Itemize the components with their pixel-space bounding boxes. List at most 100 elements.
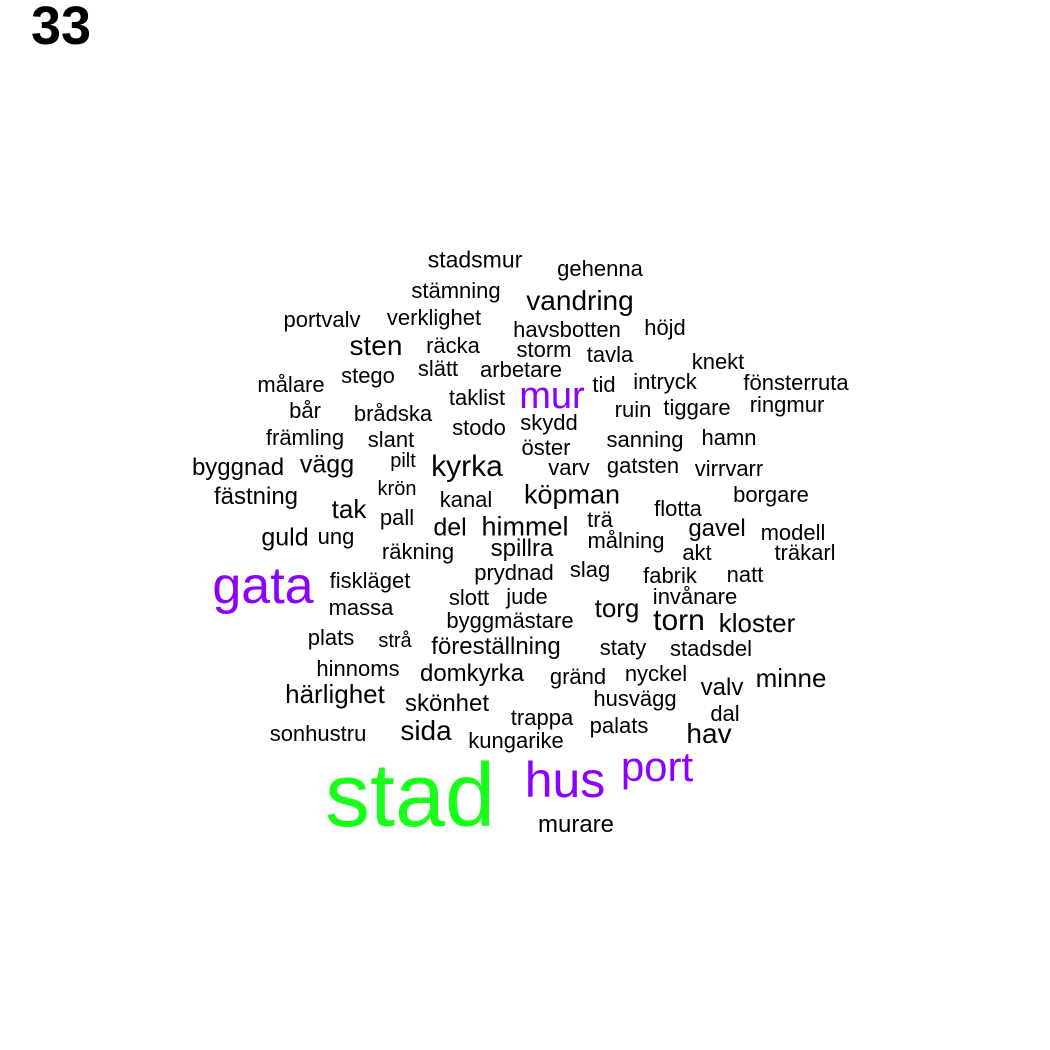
cloud-word: kloster: [718, 608, 796, 638]
cloud-word: vandring: [526, 285, 634, 316]
cloud-word: sten: [349, 330, 403, 361]
cloud-word: kanal: [439, 487, 493, 512]
cloud-word: stadsmur: [427, 246, 523, 273]
cloud-word: slätt: [417, 356, 459, 381]
cloud-word: målning: [587, 528, 665, 553]
cloud-word: strå: [378, 630, 412, 652]
cloud-word: stego: [341, 363, 395, 388]
cloud-word: minne: [755, 663, 827, 693]
cloud-word: domkyrka: [419, 660, 525, 687]
cloud-word: vägg: [299, 450, 355, 479]
cloud-word: föreställning: [431, 633, 561, 660]
cloud-word: del: [433, 513, 467, 542]
cloud-word: torg: [594, 593, 640, 623]
cloud-word: byggmästare: [446, 608, 574, 633]
cloud-word: invånare: [652, 584, 738, 609]
cloud-word: slag: [569, 557, 611, 582]
cloud-word: stad: [324, 746, 496, 846]
cloud-word: gränd: [549, 664, 607, 689]
cloud-word: borgare: [733, 482, 809, 507]
cloud-word: skydd: [520, 410, 578, 435]
cloud-word: port: [620, 743, 694, 790]
cloud-word: slott: [448, 585, 490, 610]
cloud-word: intryck: [633, 369, 697, 394]
cloud-word: krön: [377, 478, 417, 500]
cloud-word: tid: [592, 372, 616, 397]
cloud-word: taklist: [448, 385, 506, 410]
cloud-word: storm: [516, 337, 572, 362]
cloud-word: torn: [653, 604, 705, 637]
cloud-word: arbetare: [480, 357, 562, 382]
cloud-word: stadsdel: [670, 636, 752, 661]
cloud-word: gehenna: [557, 256, 643, 281]
cloud-word: palats: [589, 713, 649, 738]
cloud-word: prydnad: [474, 560, 554, 585]
cloud-word: tavla: [586, 342, 634, 367]
cloud-word: ringmur: [749, 392, 825, 417]
cloud-word: trappa: [510, 705, 574, 730]
cloud-word: pall: [379, 505, 415, 530]
cloud-word: varv: [548, 455, 590, 480]
cloud-word: jude: [506, 584, 548, 609]
cloud-word: öster: [521, 435, 571, 460]
cloud-word: räkning: [381, 539, 455, 564]
cloud-word: havsbotten: [513, 317, 621, 342]
cloud-word: sanning: [606, 427, 684, 452]
cloud-word: fiskläget: [329, 568, 411, 593]
cloud-word: natt: [726, 562, 764, 587]
cloud-word: bår: [289, 398, 321, 423]
cloud-word: knekt: [691, 349, 745, 374]
cloud-word: gata: [212, 557, 314, 615]
cloud-word: spillra: [490, 535, 554, 562]
cloud-word: akt: [682, 540, 712, 565]
cloud-word: massa: [328, 595, 394, 620]
cloud-word: sida: [400, 715, 452, 746]
cloud-word: fästning: [213, 483, 299, 510]
cloud-word: köpman: [523, 479, 621, 510]
cloud-word: portvalv: [283, 307, 361, 332]
cloud-word: höjd: [644, 315, 686, 340]
cloud-word: husvägg: [593, 686, 677, 711]
cloud-word: byggnad: [191, 454, 285, 481]
cloud-word: nyckel: [624, 661, 688, 686]
cloud-word: stämning: [411, 278, 501, 303]
cloud-word: räcka: [426, 333, 480, 358]
cloud-word: plats: [307, 625, 355, 650]
cloud-word: kyrka: [431, 450, 503, 483]
cloud-word: guld: [261, 523, 309, 552]
cloud-word: modell: [760, 520, 826, 545]
cloud-word: flotta: [654, 496, 702, 521]
cloud-word: trä: [587, 507, 613, 532]
cloud-word: kungarike: [468, 728, 564, 753]
cloud-word: mur: [519, 375, 585, 417]
cloud-word: tak: [331, 494, 367, 524]
cloud-word: gatsten: [606, 453, 680, 478]
cloud-word: främling: [265, 425, 345, 450]
cloud-word: himmel: [481, 511, 569, 542]
cloud-word: härlighet: [285, 679, 385, 709]
cloud-word: hus: [524, 752, 606, 808]
cloud-word: sonhustru: [269, 721, 367, 746]
cloud-word: fabrik: [643, 563, 697, 588]
cloud-word: fönsterruta: [743, 370, 849, 395]
cloud-word: hinnoms: [316, 656, 400, 681]
cloud-word: ung: [317, 524, 355, 549]
cloud-word: slant: [367, 427, 415, 452]
cloud-word: pilt: [390, 450, 416, 472]
cloud-word: murare: [537, 811, 615, 838]
cloud-word: ruin: [614, 397, 652, 422]
cloud-word: stodo: [452, 415, 506, 440]
cloud-word: staty: [599, 635, 647, 660]
cloud-word: virrvarr: [694, 456, 764, 481]
cloud-word: träkarl: [774, 540, 836, 565]
cloud-word: hamn: [701, 425, 757, 450]
cloud-word: skönhet: [404, 690, 490, 717]
cloud-word: brådska: [353, 401, 433, 426]
cloud-word: verklighet: [386, 305, 482, 330]
cloud-word: målare: [257, 372, 325, 397]
page-number: 33: [31, 0, 92, 56]
cloud-word: gavel: [688, 515, 746, 542]
cloud-word: tiggare: [663, 395, 731, 420]
